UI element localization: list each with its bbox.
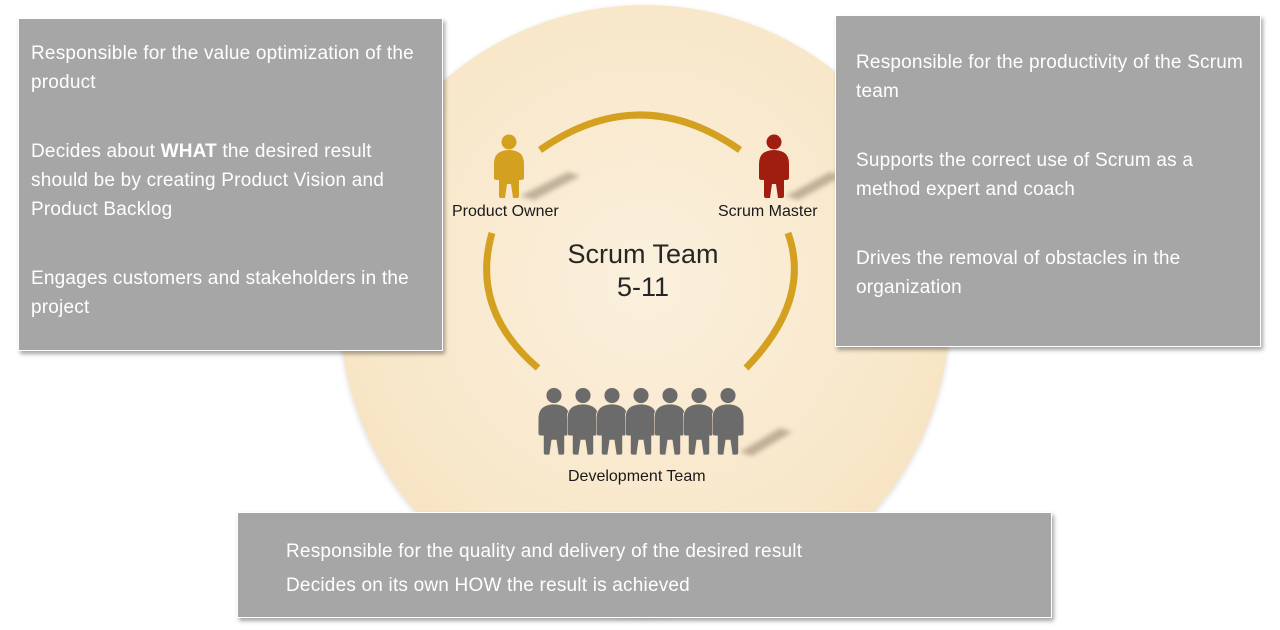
product-owner-label: Product Owner xyxy=(452,203,559,220)
development-team-figures xyxy=(538,387,744,455)
person-icon xyxy=(625,387,657,455)
person-icon xyxy=(596,387,628,455)
arc-left xyxy=(483,232,541,371)
person-icon xyxy=(567,387,599,455)
scrum-master-point: Drives the removal of obstacles in the o… xyxy=(856,248,1181,298)
team-title: Scrum Team 5-11 xyxy=(543,238,743,304)
scrum-master-point: Supports the correct use of Scrum as a m… xyxy=(856,150,1194,200)
development-team-box: Responsible for the quality and delivery… xyxy=(237,512,1052,618)
scrum-master-label: Scrum Master xyxy=(718,203,818,220)
development-team-point: Responsible for the quality and delivery… xyxy=(286,541,803,562)
person-icon xyxy=(654,387,686,455)
emphasis-what: WHAT xyxy=(160,141,217,162)
person-icon xyxy=(494,134,524,198)
cycle-arcs xyxy=(483,111,798,371)
product-owner-box: Responsible for the value optimization o… xyxy=(18,18,443,351)
arc-right xyxy=(743,231,798,371)
person-icon xyxy=(712,387,744,455)
person-icon xyxy=(538,387,570,455)
product-owner-point: Engages customers and stakeholders in th… xyxy=(31,268,409,318)
product-owner-point: Responsible for the value optimization o… xyxy=(31,43,414,93)
scrum-master-point: Responsible for the productivity of the … xyxy=(856,52,1244,102)
scrum-master-box: Responsible for the productivity of the … xyxy=(835,15,1261,347)
product-owner-point: Decides about WHAT the desired result sh… xyxy=(31,141,385,220)
person-icon xyxy=(683,387,715,455)
team-name: Scrum Team xyxy=(567,239,719,269)
team-size: 5-11 xyxy=(616,272,670,302)
development-team-label: Development Team xyxy=(568,468,706,485)
development-team-point: Decides on its own HOW the result is ach… xyxy=(286,575,690,596)
person-icon xyxy=(759,134,789,198)
figure-shadows xyxy=(520,172,842,456)
arc-top xyxy=(537,111,743,153)
